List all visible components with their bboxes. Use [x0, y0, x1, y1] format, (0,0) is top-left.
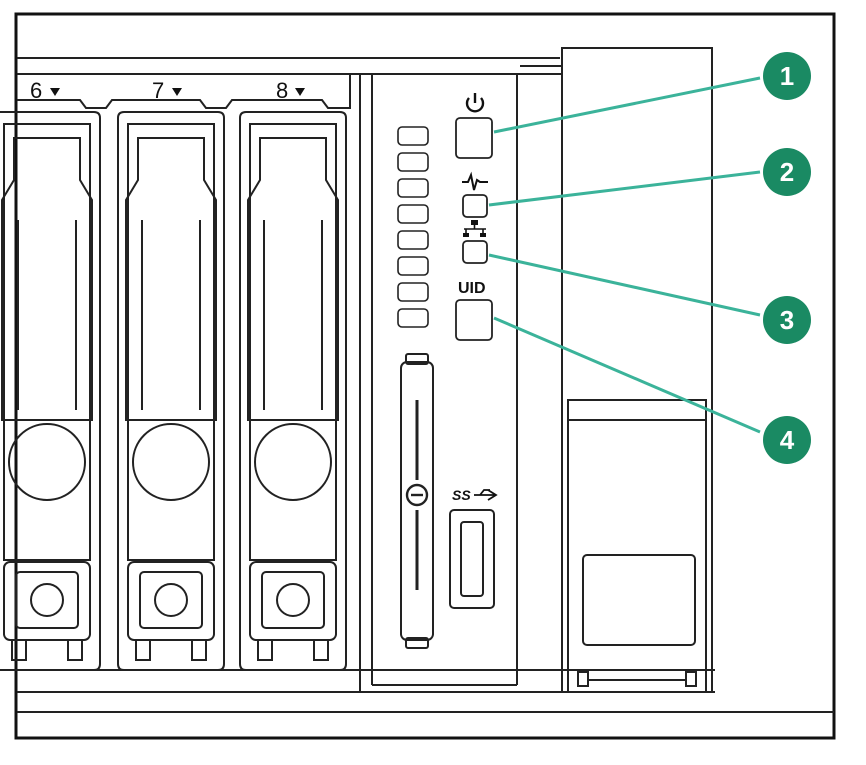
- uid-label: UID: [458, 280, 486, 297]
- network-icon: [463, 220, 486, 237]
- bay-arrow-icon: [172, 88, 182, 96]
- svg-text:4: 4: [780, 425, 795, 455]
- nic-status-led: [462, 240, 488, 264]
- svg-text:1: 1: [780, 61, 794, 91]
- callout-3: 3: [763, 296, 811, 344]
- bay-arrow-icon: [295, 88, 305, 96]
- power-button[interactable]: [455, 117, 493, 159]
- uid-button[interactable]: [455, 299, 493, 341]
- svg-text:3: 3: [780, 305, 794, 335]
- drive-carrier-7[interactable]: [117, 111, 225, 671]
- bay-label-8: 8: [276, 78, 288, 103]
- bay-label-6: 6: [30, 78, 42, 103]
- drive-status-leds: [397, 126, 429, 328]
- bay-label-strip: 6 7 8: [17, 74, 351, 109]
- callout-4: 4: [763, 416, 811, 464]
- chassis-outline: [17, 47, 834, 713]
- health-icon: [462, 171, 488, 191]
- serial-label-pull-tab[interactable]: [400, 353, 434, 649]
- drive-carriers: [0, 111, 347, 671]
- rack-ear: [567, 399, 707, 692]
- callout-leaders: [488, 76, 761, 434]
- health-led: [462, 194, 488, 218]
- drive-carrier-8[interactable]: [239, 111, 347, 671]
- usb-superspeed-icon: SS: [452, 487, 498, 503]
- usb-port[interactable]: [449, 509, 495, 609]
- svg-text:SS: SS: [452, 487, 471, 503]
- svg-text:2: 2: [780, 157, 794, 187]
- power-icon: [465, 93, 485, 113]
- bay-label-7: 7: [152, 78, 164, 103]
- bay-arrow-icon: [50, 88, 60, 96]
- callout-1: 1: [763, 52, 811, 100]
- callout-2: 2: [763, 148, 811, 196]
- pull-tab-icon: [405, 483, 429, 507]
- drive-carrier-6[interactable]: [0, 111, 101, 671]
